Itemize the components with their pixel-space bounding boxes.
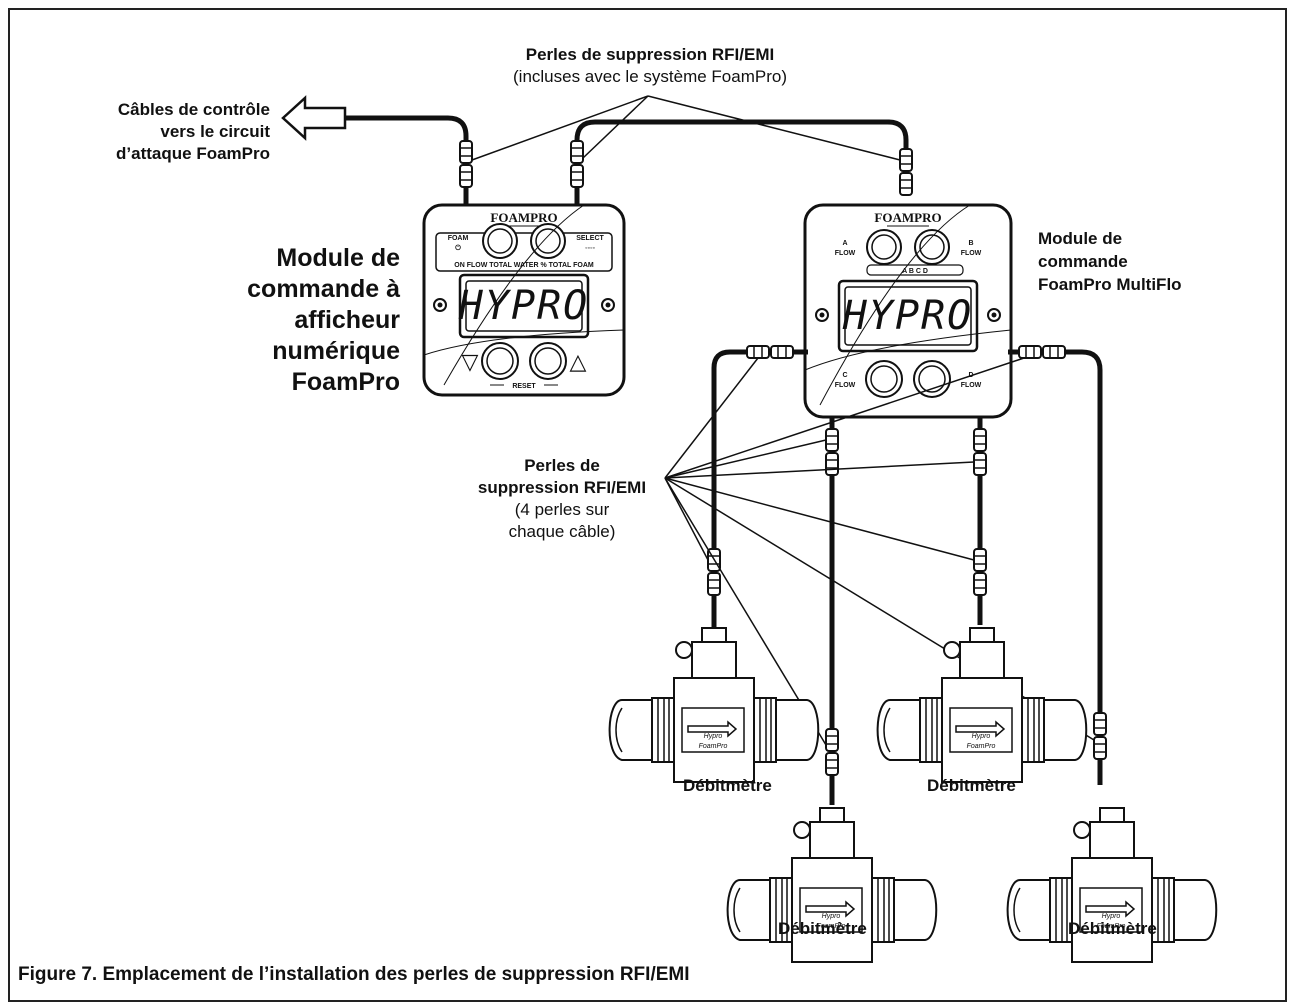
flowmeter-label-4: Débitmètre [1068, 919, 1157, 938]
flowmeter-2: Hypro FoamPro [876, 627, 1088, 783]
select-label: SELECT [576, 235, 604, 242]
bead-8 [770, 345, 794, 359]
b-label: B [968, 240, 973, 247]
bead-10 [707, 572, 721, 596]
function-row: ON FLOW TOTAL WATER % TOTAL FOAM [454, 262, 594, 269]
bead-22 [1093, 736, 1107, 760]
svg-text:Hypro: Hypro [822, 913, 841, 920]
mid-beads-line2: suppression RFI/EMI [477, 478, 647, 497]
left-brand: FOAMPRO [490, 210, 557, 225]
foam-label: FOAM [448, 235, 469, 242]
flowmeter-label-3: Débitmètre [778, 919, 867, 938]
multiflo-line2: commande [1038, 252, 1128, 271]
multiflo-line1: Module de [1038, 229, 1123, 248]
top-beads-title: Perles de suppression RFI/EMI [525, 45, 775, 64]
bead-14 [825, 752, 839, 776]
digital-module-line1: Module de [276, 244, 400, 272]
control-cables-line1: Câbles de contrôle [117, 100, 270, 119]
bead-6 [899, 172, 913, 196]
select-dots-icon: ◦◦◦◦ [585, 245, 595, 252]
bead-3 [570, 140, 584, 164]
top-leader-lines [471, 95, 901, 161]
flowmeter-label-1: Débitmètre [683, 776, 772, 795]
bead-5 [899, 148, 913, 172]
bead-12 [825, 452, 839, 476]
digital-module-line2: commande à [247, 275, 400, 303]
left-display: HYPRO [458, 283, 589, 329]
bead-11 [825, 428, 839, 452]
multiflo-control-module: FOAMPRO A FLOW B FLOW A B C D HYPRO C FL… [803, 203, 1013, 419]
control-cables-line3: d’attaque FoamPro [116, 144, 270, 163]
flowmeter-1: Hypro FoamPro [608, 627, 820, 783]
multiflo-line3: FoamPro MultiFlo [1038, 275, 1182, 294]
c-label: C [842, 372, 847, 379]
right-brand: FOAMPRO [874, 210, 941, 225]
bead-13 [825, 728, 839, 752]
control-cables-line2: vers le circuit [160, 122, 270, 141]
bead-20 [1042, 345, 1066, 359]
bead-18 [973, 572, 987, 596]
mid-beads-line3: (4 perles sur [514, 500, 610, 519]
digital-module-line3: afficheur [294, 306, 400, 334]
svg-text:Hypro: Hypro [704, 733, 723, 740]
c-flow-label: FLOW [835, 382, 856, 389]
control-cable [281, 95, 909, 205]
up-arrow-icon: △ [570, 349, 587, 374]
bead-19 [1018, 345, 1042, 359]
flowmeter-4: Hypro FoamPro [1006, 807, 1218, 963]
figure-caption: Figure 7. Emplacement de l’installation … [18, 964, 690, 985]
bead-7 [746, 345, 770, 359]
digital-module-line4: numérique [272, 337, 400, 365]
bead-15 [973, 428, 987, 452]
abcd-row: A B C D [902, 268, 928, 275]
svg-text:FoamPro: FoamPro [817, 923, 846, 930]
d-flow-label: FLOW [961, 382, 982, 389]
power-icon: ⏻ [455, 244, 461, 252]
bead-21 [1093, 712, 1107, 736]
bead-1 [459, 140, 473, 164]
b-flow-label: FLOW [961, 250, 982, 257]
bead-16 [973, 452, 987, 476]
svg-text:FoamPro: FoamPro [967, 743, 996, 750]
bead-4 [570, 164, 584, 188]
svg-text:Hypro: Hypro [972, 733, 991, 740]
top-beads-subtitle: (incluses avec le système FoamPro) [513, 67, 787, 86]
digital-control-module: FOAMPRO FOAM ⏻ SELECT ◦◦◦◦ ON FLOW TOTAL… [422, 203, 626, 397]
flowmeter-3: Hypro FoamPro [726, 807, 938, 963]
a-flow-label: FLOW [835, 250, 856, 257]
right-display: HYPRO [842, 293, 973, 339]
svg-text:Hypro: Hypro [1102, 913, 1121, 920]
reset-label: RESET [512, 383, 536, 390]
a-label: A [842, 240, 847, 247]
bead-17 [973, 548, 987, 572]
svg-text:FoamPro: FoamPro [1097, 923, 1126, 930]
down-arrow-icon: ▽ [462, 349, 479, 374]
mid-beads-line4: chaque câble) [508, 522, 616, 541]
flowmeter-label-2: Débitmètre [927, 776, 1016, 795]
svg-text:FoamPro: FoamPro [699, 743, 728, 750]
bead-2 [459, 164, 473, 188]
digital-module-line5: FoamPro [291, 368, 400, 396]
figure-frame [8, 8, 1287, 1002]
mid-beads-line1: Perles de [524, 456, 600, 475]
